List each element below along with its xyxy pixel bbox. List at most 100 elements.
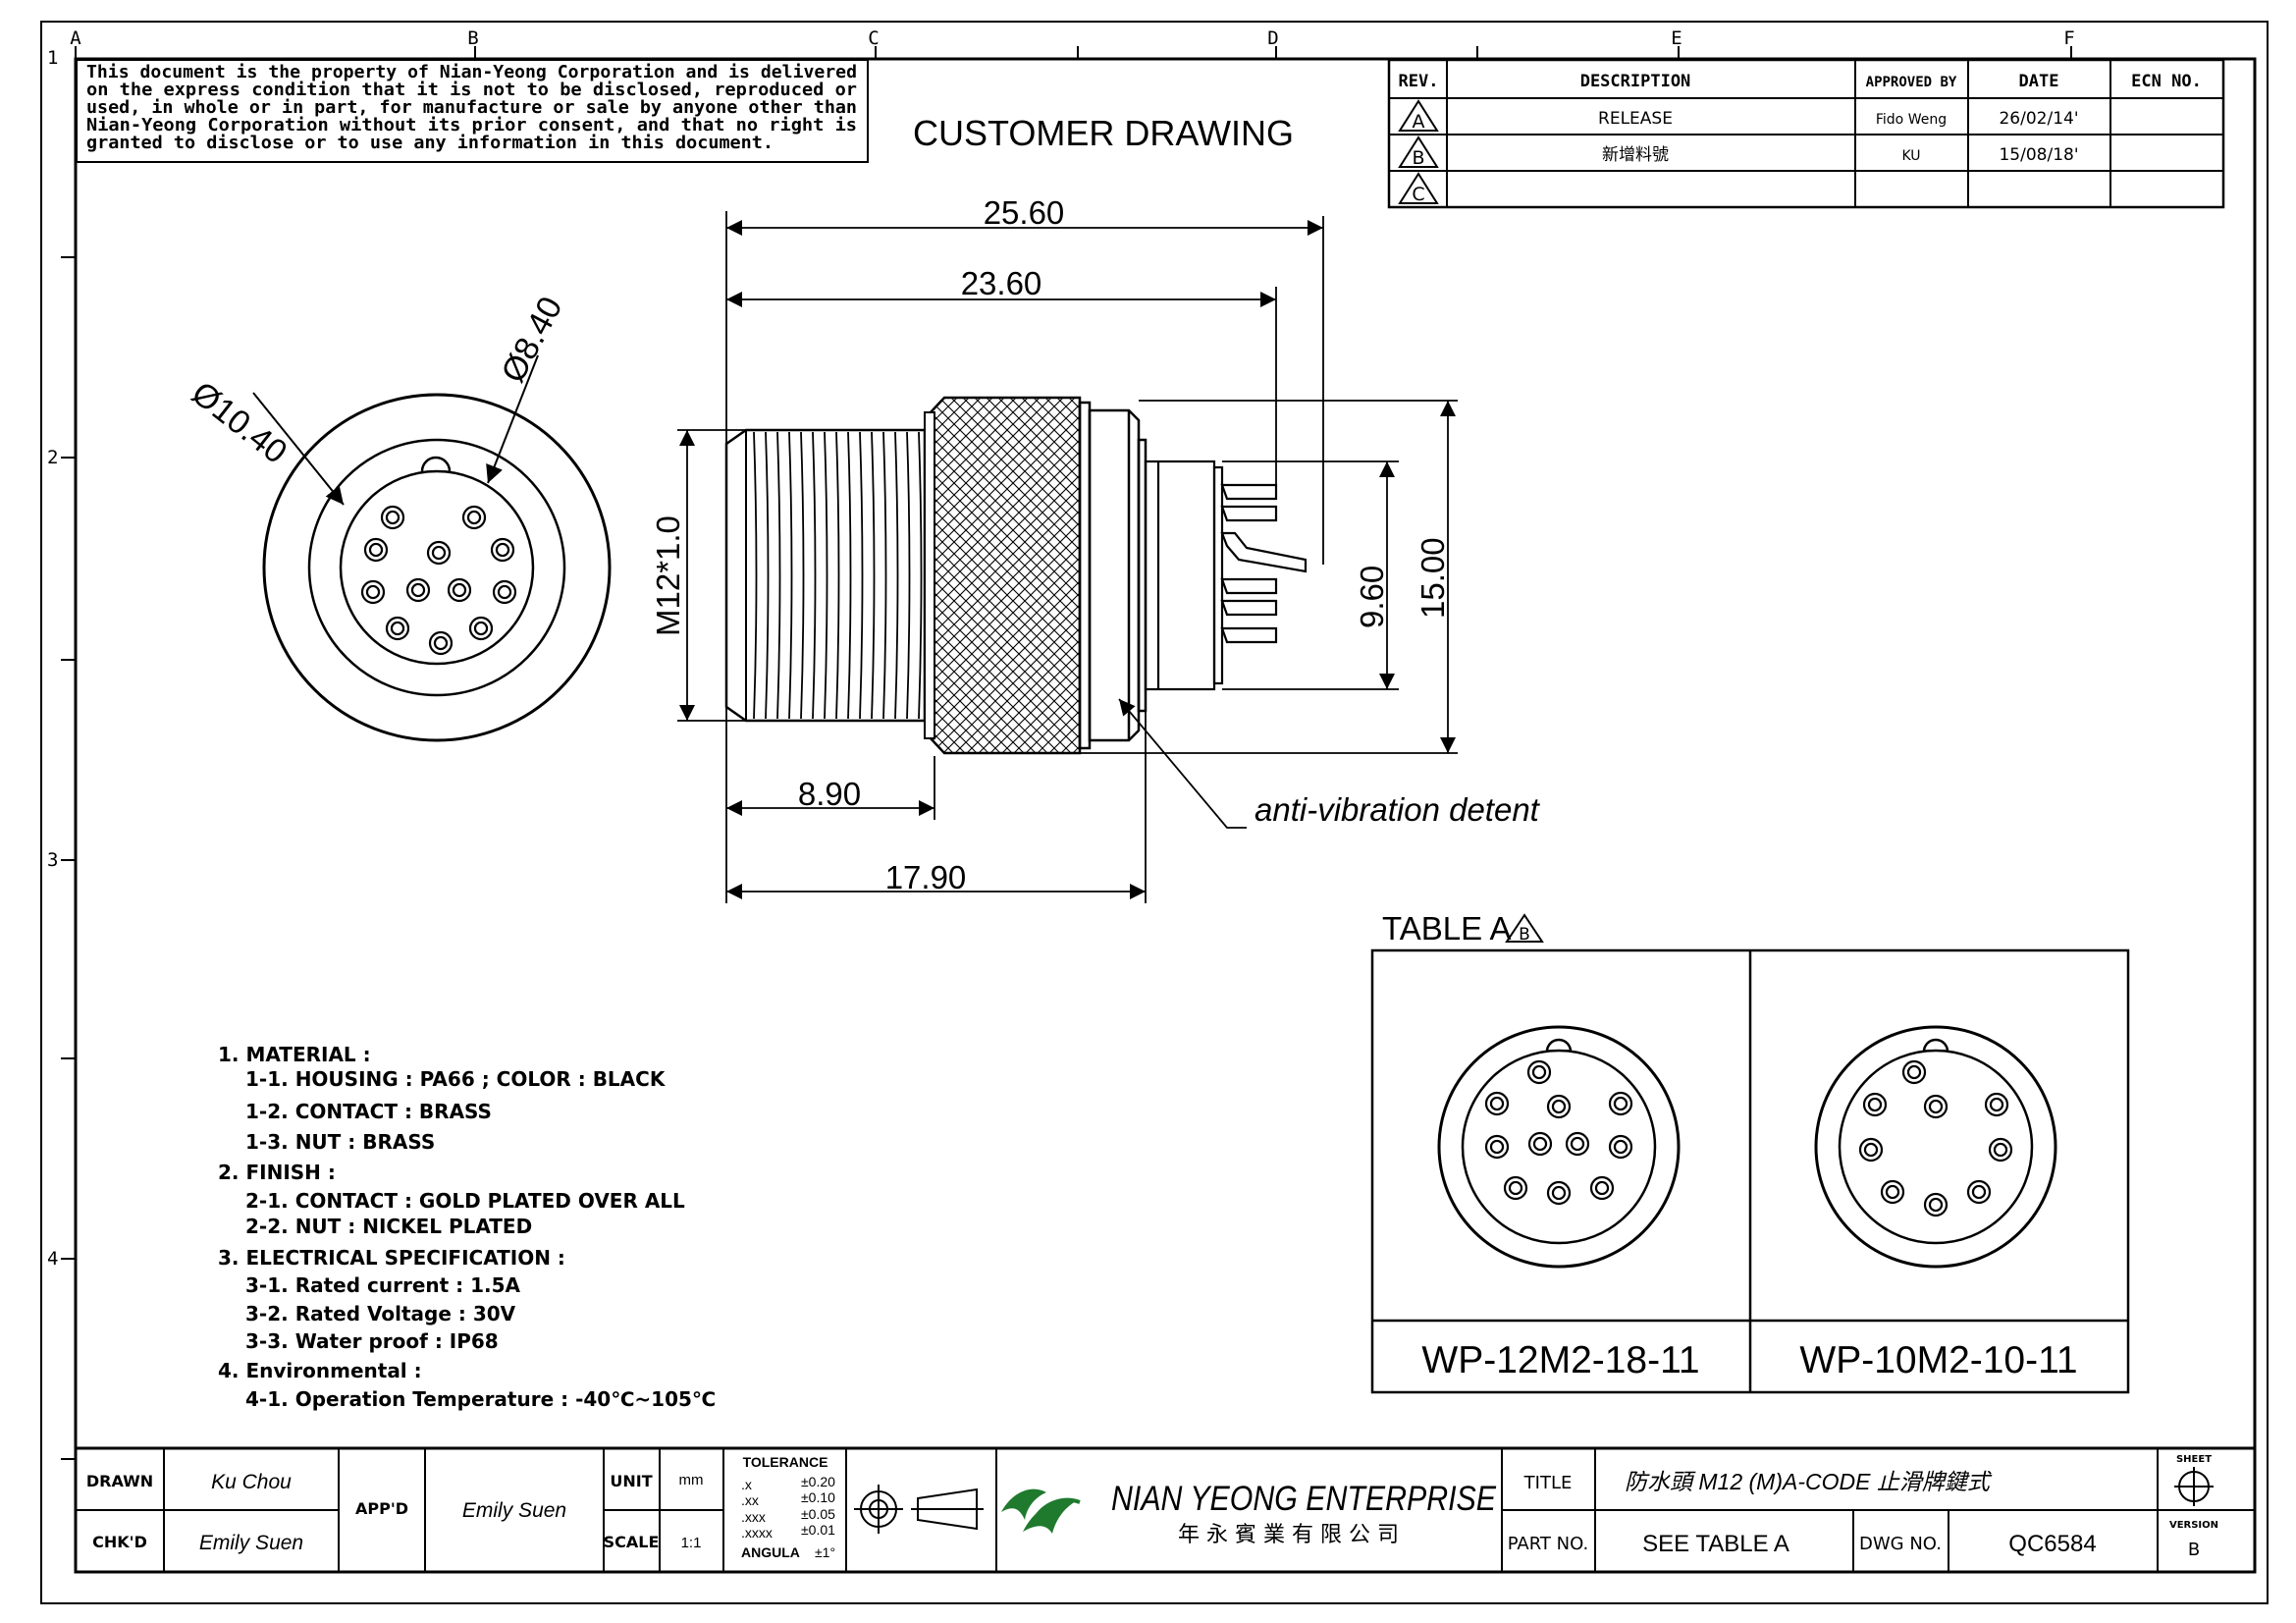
contact-pin-hole [1863, 1142, 1879, 1158]
part-number: SEE TABLE A [1642, 1531, 1789, 1557]
contact-pin [1608, 1134, 1633, 1160]
drawn-by: Ku Chou [211, 1471, 292, 1493]
contact-pin [363, 537, 389, 563]
contact-pin-hole [410, 582, 426, 598]
zone-letter-e: E [1671, 27, 1682, 49]
contact-pin-hole [497, 584, 512, 600]
note-line: 4. Environmental : [218, 1359, 422, 1382]
notes: 1. MATERIAL : 1-1. HOUSING : PA66 ; COLO… [218, 1043, 716, 1411]
contact-pin [1503, 1175, 1528, 1201]
zone-number-3: 3 [47, 849, 58, 871]
contact-pin-hole [1928, 1197, 1944, 1213]
table-a-rev-mark: B [1519, 925, 1530, 945]
terminal-body [1144, 460, 1308, 691]
rev-b-approved: KU [1901, 148, 1920, 164]
contact-pin-hole [1928, 1099, 1944, 1114]
rev-b-date: 15/08/18' [1999, 145, 2078, 165]
thread-ridge [859, 431, 864, 720]
checked-by: Emily Suen [199, 1532, 303, 1554]
zone-letter-d: D [1267, 27, 1278, 49]
contact-pin [385, 616, 410, 641]
contact-pin [1546, 1094, 1572, 1119]
contact-pin-hole [495, 542, 510, 558]
table-a-part-12pin: WP-12M2-18-11 [1421, 1339, 1699, 1381]
note-line: 3-2. Rated Voltage : 30V [245, 1302, 516, 1325]
anti-vibration-callout: anti-vibration detent [1255, 791, 1541, 828]
projection-symbol-icon [854, 1485, 984, 1534]
contact-pin-hole [1613, 1096, 1629, 1111]
contact-pin [1608, 1091, 1633, 1116]
tolerance-key: .xx [741, 1492, 759, 1508]
drawing-number: QC6584 [2008, 1531, 2096, 1557]
contact-pin [360, 579, 386, 605]
contact-pin [1880, 1179, 1905, 1205]
knurled-nut [924, 396, 1082, 755]
dim-height-small: 9.60 [1354, 566, 1390, 628]
dim-thread: M12*1.0 [650, 515, 686, 636]
contact-pin-hole [452, 582, 467, 598]
version-value: B [2188, 1540, 2200, 1560]
zone-ticks [61, 46, 2072, 1460]
title-label: TITLE [1523, 1473, 1573, 1493]
thread-ridge [776, 431, 781, 720]
tolerance-value: ±0.10 [801, 1489, 835, 1505]
rev-a-approved: Fido Weng [1876, 112, 1947, 128]
company-logo-icon [1001, 1488, 1081, 1534]
sheet-symbol-icon [2174, 1467, 2214, 1506]
drawing-title: CUSTOMER DRAWING [913, 113, 1294, 153]
contact-pin [405, 577, 431, 603]
contact-pin [1984, 1092, 2009, 1117]
disclaimer-line: Nian-Yeong Corporation without its prior… [86, 116, 857, 135]
contact-pin-hole [1570, 1136, 1585, 1152]
rev-mark-b: B [1412, 147, 1424, 169]
drawing-part-title: 防水頭 M12 (M)A-CODE 止滑牌鍵式 [1625, 1469, 1993, 1494]
zone-number-2: 2 [47, 447, 58, 468]
contact-pin [447, 577, 472, 603]
zone-letter-a: A [70, 27, 81, 49]
dim-overall-length: 25.60 [984, 194, 1065, 231]
part-label: PART NO. [1508, 1534, 1589, 1554]
rear-flange [1078, 401, 1148, 750]
contact-pin-hole [385, 510, 400, 525]
date-header: DATE [2019, 72, 2059, 91]
contact-pin-hole [368, 542, 384, 558]
unit-value: mm [679, 1472, 704, 1488]
unit-label: UNIT [610, 1472, 652, 1490]
disclaimer-line: used, in whole or in part, for manufactu… [86, 98, 857, 118]
tolerance-key: ANGULA [741, 1544, 800, 1560]
table-a-connector-10pin [1814, 1025, 2057, 1269]
title-block: DRAWN CHK'D APP'D UNIT SCALE Ku Chou Emi… [74, 1446, 2257, 1574]
zone-number-labels: 1 2 3 4 [47, 47, 58, 1270]
thread-ridge [882, 431, 887, 720]
thread-ridge [847, 431, 852, 720]
thread-ridge [894, 431, 899, 720]
contact-pin [1484, 1091, 1510, 1116]
thread-ridge [835, 431, 840, 720]
tolerance-key: .xxxx [741, 1525, 773, 1541]
contact-pin [490, 537, 515, 563]
thread-ridge [753, 431, 758, 720]
revision-table: REV. DESCRIPTION APPROVED BY DATE ECN NO… [1387, 58, 2225, 209]
checked-label: CHK'D [92, 1533, 147, 1551]
approved-by-header: APPROVED BY [1866, 75, 1957, 90]
note-line: 1-2. CONTACT : BRASS [245, 1100, 492, 1123]
contact-pin-hole [1532, 1136, 1548, 1152]
ecn-header: ECN NO. [2131, 72, 2202, 91]
thread-ridge [906, 431, 911, 720]
tolerance-key: .x [741, 1477, 752, 1492]
note-line: 3-1. Rated current : 1.5A [245, 1273, 521, 1297]
disclaimer-line: granted to disclose or to use any inform… [86, 134, 774, 153]
table-a: TABLE A B WP-12M2-18-11 WP-10M2-10-11 [1370, 910, 2130, 1394]
contact-pin-hole [1906, 1064, 1922, 1080]
contact-pin-hole [1971, 1184, 1987, 1200]
tolerance-value: ±1° [815, 1544, 835, 1560]
note-line: 2-1. CONTACT : GOLD PLATED OVER ALL [245, 1189, 685, 1213]
contact-pin-hole [1989, 1097, 2004, 1112]
contact-pin [1901, 1059, 1927, 1085]
disclaimer-box: This document is the property of Nian-Ye… [76, 59, 869, 163]
tolerance-block: TOLERANCE .x ±0.20 .xx ±0.10 .xxx ±0.05 … [741, 1454, 835, 1560]
zone-letter-c: C [868, 27, 879, 49]
thread-ridge [871, 431, 876, 720]
approved-by: Emily Suen [462, 1499, 566, 1522]
contact-pin [1923, 1192, 1949, 1217]
